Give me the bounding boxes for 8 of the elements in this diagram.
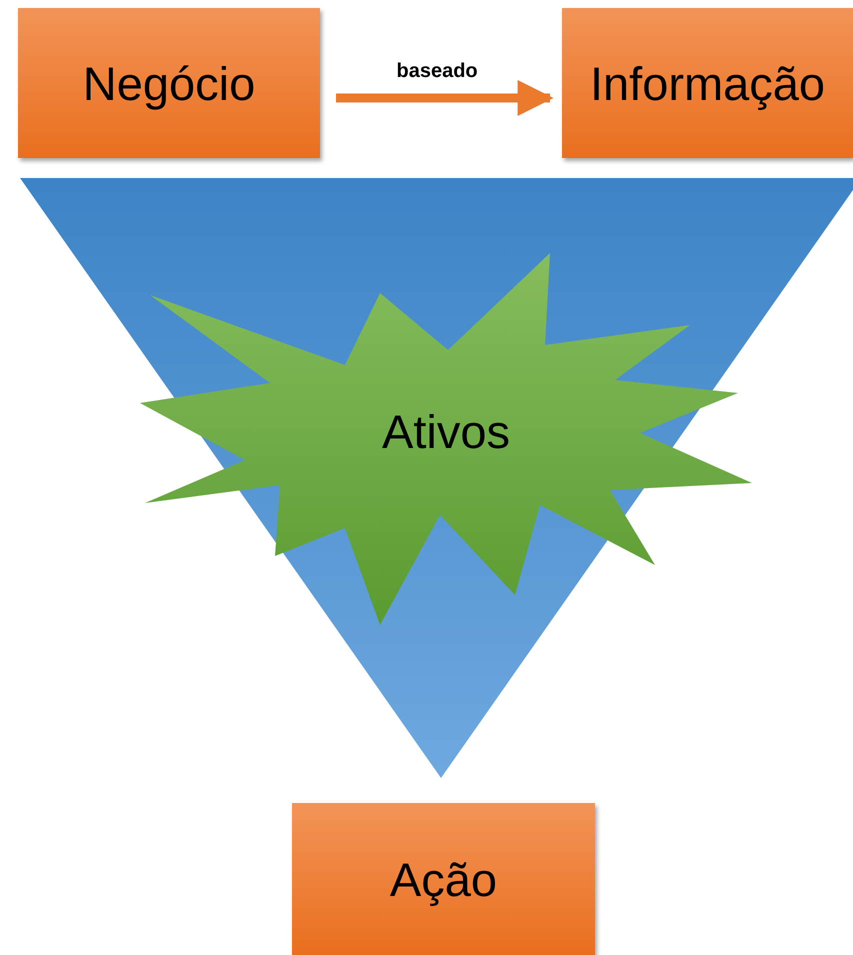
process-box bbox=[292, 803, 595, 955]
process-box bbox=[562, 8, 853, 158]
node-label: Ativos bbox=[381, 404, 511, 459]
node-label: Informação bbox=[590, 56, 826, 110]
arrow bbox=[336, 80, 554, 116]
node-label: Ação bbox=[390, 852, 498, 906]
process-box bbox=[18, 8, 320, 158]
node-label: Negócio bbox=[82, 56, 256, 110]
